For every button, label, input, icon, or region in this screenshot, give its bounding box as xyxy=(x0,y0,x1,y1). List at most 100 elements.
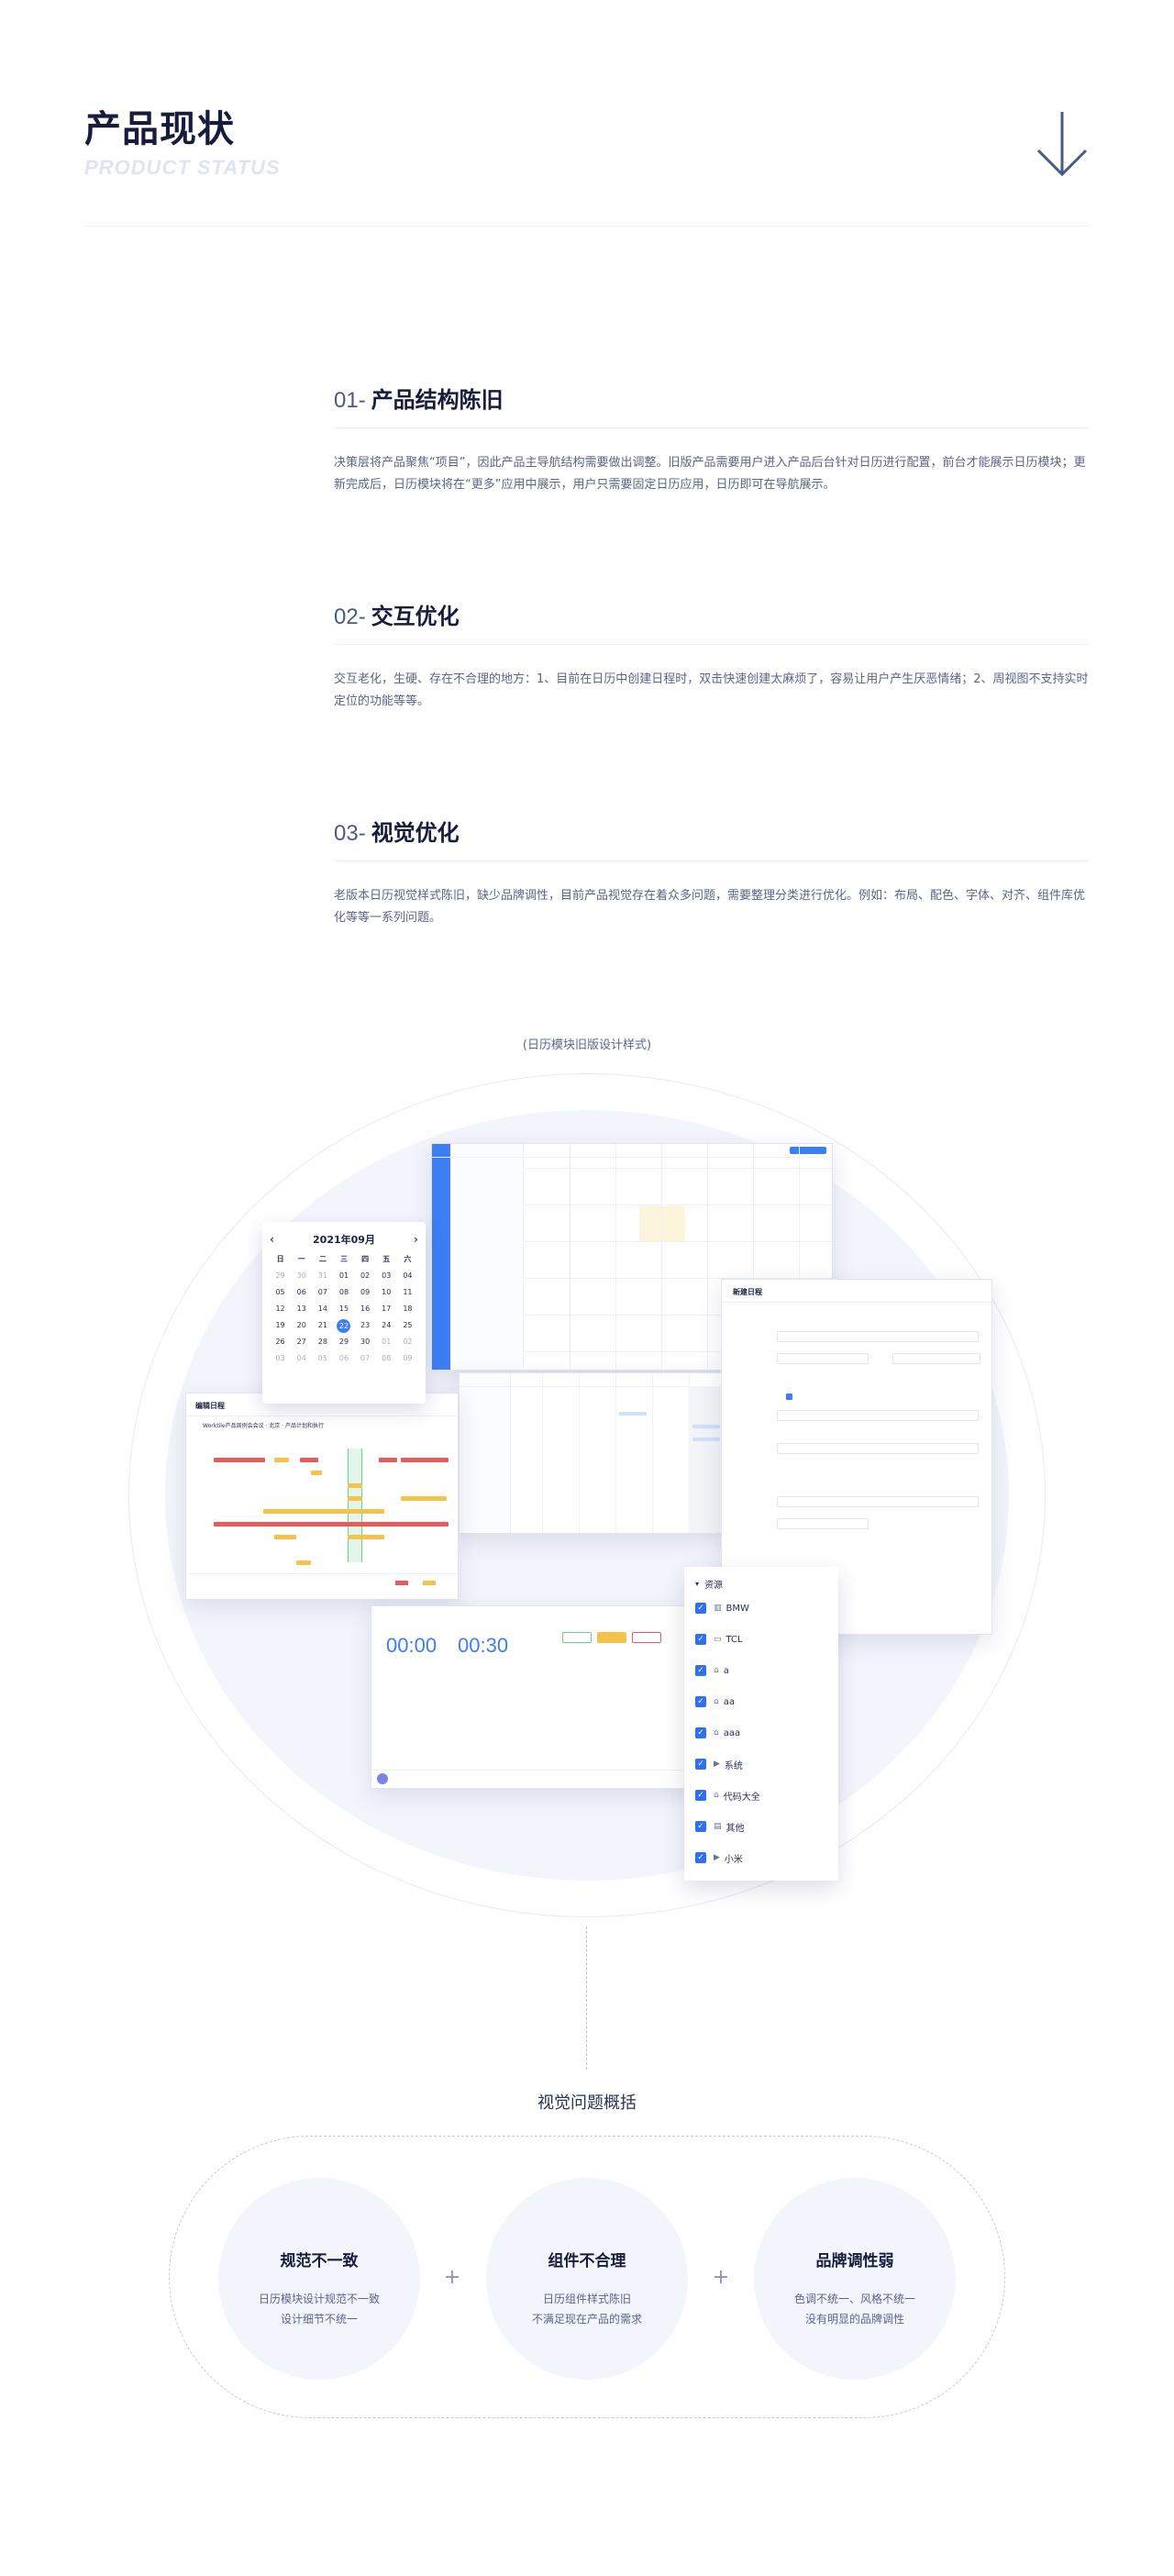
next-month-button[interactable]: › xyxy=(414,1233,418,1246)
calendar-day[interactable]: 13 xyxy=(296,1305,306,1313)
checkbox-checked-icon[interactable]: ✓ xyxy=(695,1759,706,1770)
calendar-day[interactable]: 21 xyxy=(317,1321,327,1329)
calendar-day[interactable]: 04 xyxy=(403,1271,413,1280)
edit-window-title: 编辑日程 xyxy=(195,1402,225,1410)
calendar-day[interactable]: 22 xyxy=(333,1319,354,1333)
end-date-input[interactable] xyxy=(892,1353,980,1364)
calendar-day[interactable]: 28 xyxy=(317,1338,327,1346)
calendar-day[interactable]: 02 xyxy=(403,1338,413,1346)
legend-tentative xyxy=(423,1581,436,1585)
calendar-day[interactable]: 07 xyxy=(360,1354,371,1362)
resource-item[interactable]: ✓▶小米 xyxy=(695,1842,827,1873)
prev-month-button[interactable]: ‹ xyxy=(270,1233,274,1246)
resource-label: TCL xyxy=(725,1634,743,1645)
calendar-day[interactable]: 17 xyxy=(382,1305,392,1313)
section-body: 决策层将产品聚焦“项目”，因此产品主导航结构需要做出调整。旧版产品需要用户进入产… xyxy=(334,456,1086,492)
resource-dropdown: ▾ 资源 ✓▥BMW✓▭TCL✓⌂a✓⌂aa✓⌂aaa✓▶系统✓⌂代码大全✓▤其… xyxy=(684,1567,838,1881)
resource-item[interactable]: ✓⌂aa xyxy=(695,1686,827,1717)
resource-label: 代码大全 xyxy=(723,1792,760,1803)
calendar-day[interactable]: 09 xyxy=(403,1354,413,1362)
checkbox-checked-icon[interactable]: ✓ xyxy=(695,1696,706,1707)
calendar-day[interactable]: 07 xyxy=(317,1288,327,1296)
calendar-day[interactable]: 02 xyxy=(360,1271,371,1280)
calendar-day[interactable]: 01 xyxy=(382,1338,392,1346)
calendar-day[interactable]: 20 xyxy=(296,1321,306,1329)
checkbox-checked-icon[interactable]: ✓ xyxy=(695,1852,706,1863)
issue-title: 品牌调性弱 xyxy=(815,2252,894,2271)
decline-button[interactable] xyxy=(632,1632,661,1643)
mini-calendar-panel xyxy=(450,1144,524,1370)
edit-schedule-window: 编辑日程 Worktile产品周例会会议 · 北京 · 产品计划和执行 xyxy=(185,1393,459,1600)
section-interaction: 02- 交互优化 交互老化，生硬、存在不合理的地方：1、目前在日历中创建日程时，… xyxy=(334,598,1090,713)
calendar-day[interactable]: 05 xyxy=(317,1354,327,1362)
end-time: 00:30 xyxy=(458,1634,509,1657)
tentative-button[interactable] xyxy=(597,1632,626,1643)
calendar-day[interactable]: 25 xyxy=(403,1321,413,1329)
start-date-input[interactable] xyxy=(777,1353,869,1364)
calendar-day[interactable]: 15 xyxy=(338,1305,349,1313)
calendar-day[interactable]: 06 xyxy=(296,1288,306,1296)
calendar-select[interactable] xyxy=(777,1331,979,1342)
checkbox-checked-icon[interactable]: ✓ xyxy=(695,1821,706,1832)
home-icon: ⌂ xyxy=(714,1697,719,1706)
calendar-day[interactable]: 30 xyxy=(296,1271,306,1280)
current-time-column xyxy=(348,1449,362,1562)
section-body: 交互老化，生硬、存在不合理的地方：1、目前在日历中创建日程时，双击快速创建太麻烦… xyxy=(334,672,1089,708)
repeat-select[interactable] xyxy=(777,1496,979,1507)
new-event-button[interactable] xyxy=(790,1147,826,1154)
calendar-day[interactable]: 27 xyxy=(296,1338,306,1346)
resource-item[interactable]: ✓▭TCL xyxy=(695,1624,827,1655)
resource-item[interactable]: ✓▤其他 xyxy=(695,1811,827,1842)
checkbox-checked-icon[interactable]: ✓ xyxy=(695,1790,706,1801)
description-input[interactable] xyxy=(777,1443,979,1454)
calendar-day[interactable]: 12 xyxy=(275,1305,285,1313)
week-view-window xyxy=(459,1372,734,1534)
resource-item[interactable]: ✓⌂aaa xyxy=(695,1717,827,1749)
all-day-checkbox[interactable] xyxy=(786,1393,792,1400)
calendar-day[interactable]: 08 xyxy=(338,1288,349,1296)
resource-item[interactable]: ✓⌂代码大全 xyxy=(695,1780,827,1811)
calendar-day[interactable]: 08 xyxy=(382,1354,392,1362)
header-divider xyxy=(84,226,1090,227)
checkbox-checked-icon[interactable]: ✓ xyxy=(695,1665,706,1676)
calendar-day[interactable]: 01 xyxy=(338,1271,349,1280)
checkbox-checked-icon[interactable]: ✓ xyxy=(695,1727,706,1738)
calendar-day[interactable]: 14 xyxy=(317,1305,327,1313)
calendar-day[interactable]: 31 xyxy=(317,1271,327,1280)
calendar-day[interactable]: 05 xyxy=(275,1288,285,1296)
location-input[interactable] xyxy=(777,1410,979,1421)
accept-button[interactable] xyxy=(562,1632,592,1643)
calendar-day[interactable]: 24 xyxy=(382,1321,392,1329)
reminder-select[interactable] xyxy=(777,1518,869,1529)
calendar-day[interactable]: 19 xyxy=(275,1321,285,1329)
calendar-day[interactable]: 10 xyxy=(382,1288,392,1296)
calendar-day[interactable]: 29 xyxy=(338,1338,349,1346)
calendar-day[interactable]: 29 xyxy=(275,1271,285,1280)
weekday-label: 二 xyxy=(318,1255,327,1263)
calendar-day[interactable]: 06 xyxy=(338,1354,349,1362)
calendar-day[interactable]: 16 xyxy=(360,1305,371,1313)
calendar-day[interactable]: 26 xyxy=(275,1338,285,1346)
calendar-day[interactable]: 23 xyxy=(360,1321,371,1329)
calendar-day[interactable]: 18 xyxy=(403,1305,413,1313)
selected-day[interactable]: 22 xyxy=(337,1319,351,1333)
video-icon: ▶ xyxy=(714,1853,720,1862)
checkbox-checked-icon[interactable]: ✓ xyxy=(695,1634,706,1645)
calendar-day[interactable]: 30 xyxy=(360,1338,371,1346)
resource-item[interactable]: ✓▥BMW xyxy=(695,1593,827,1624)
calendar-day[interactable]: 04 xyxy=(296,1354,306,1362)
resource-item[interactable]: ✓⌂a xyxy=(695,1655,827,1686)
resource-item[interactable]: ✓▶系统 xyxy=(695,1749,827,1780)
event-detail-window: 00:00 00:30 xyxy=(371,1605,693,1789)
resource-label: BMW xyxy=(725,1603,749,1614)
calendar-day[interactable]: 03 xyxy=(275,1354,285,1362)
issue-card-consistency: 规范不一致 日历模块设计规范不一致 设计细节不统一 xyxy=(218,2178,420,2380)
resource-header: 资源 xyxy=(704,1580,724,1591)
checkbox-checked-icon[interactable]: ✓ xyxy=(695,1603,706,1614)
calendar-day[interactable]: 11 xyxy=(403,1288,413,1296)
calendar-day[interactable]: 03 xyxy=(382,1271,392,1280)
collage-caption: (日历模块旧版设计样式) xyxy=(522,1038,652,1052)
calendar-day[interactable]: 09 xyxy=(360,1288,371,1296)
